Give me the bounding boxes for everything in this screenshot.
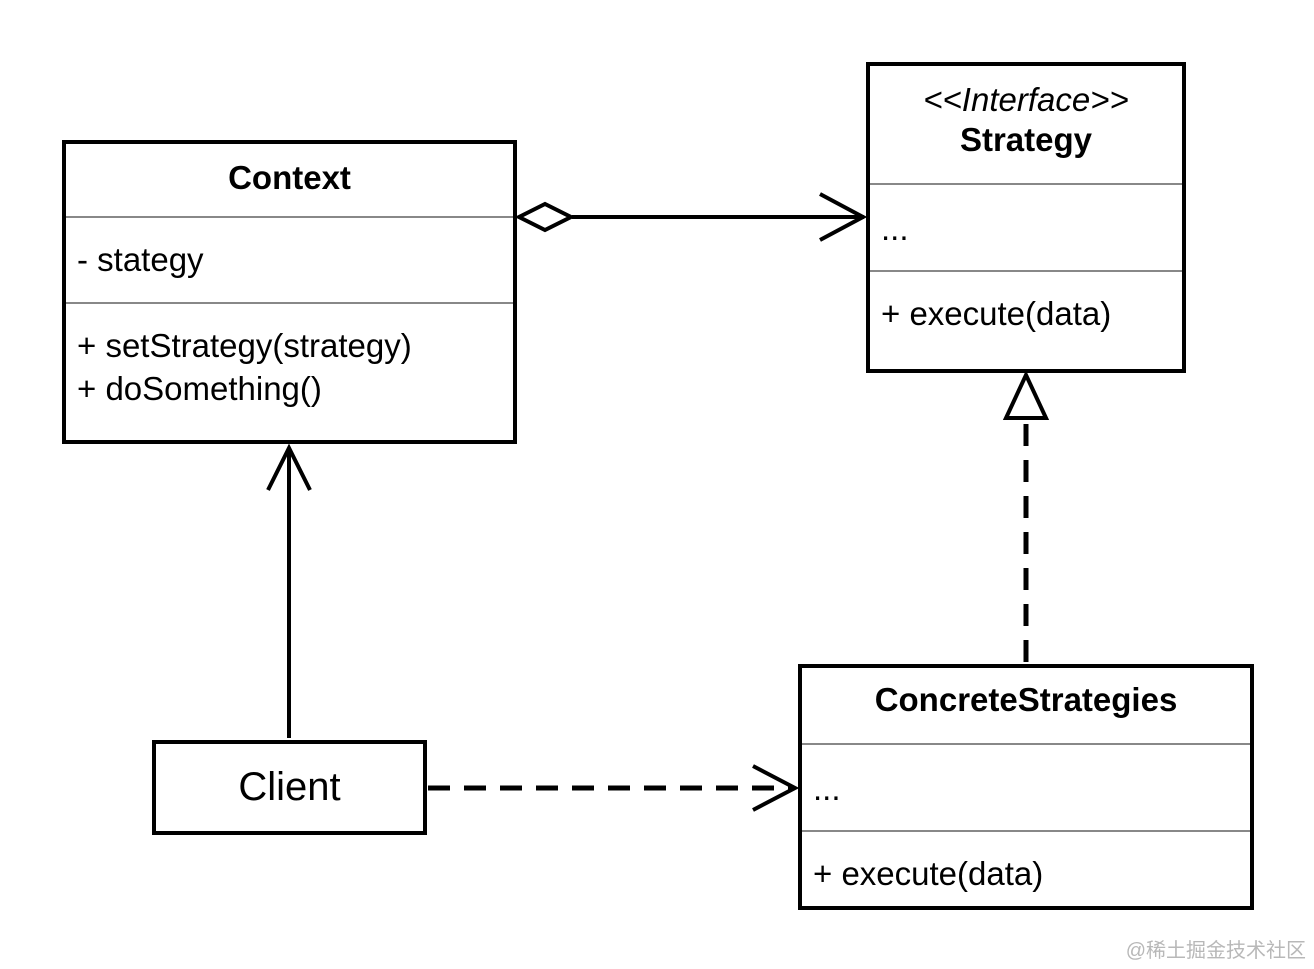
divider xyxy=(802,743,1250,745)
strategy-attributes: ... xyxy=(870,185,1182,270)
concrete-strategies-title: ConcreteStrategies xyxy=(874,681,1178,718)
divider xyxy=(66,302,513,304)
open-arrowhead xyxy=(266,443,312,491)
aggregation-diamond xyxy=(514,201,576,233)
concrete-strategies-attributes: ... xyxy=(802,745,1250,830)
divider xyxy=(870,183,1182,185)
context-attributes: - stategy xyxy=(66,218,513,302)
context-methods: + setStrategy(strategy) + doSomething() xyxy=(66,304,513,410)
divider xyxy=(802,830,1250,832)
concrete-strategies-methods: + execute(data) xyxy=(802,832,1250,895)
concrete-strategies-class: ConcreteStrategies ... + execute(data) xyxy=(798,664,1254,910)
stereotype-label: <<Interface>> xyxy=(923,81,1129,118)
strategy-methods: + execute(data) xyxy=(870,272,1182,335)
concrete-strategies-header: ConcreteStrategies xyxy=(802,668,1250,743)
aggregation-context-strategy xyxy=(514,192,868,242)
open-arrowhead xyxy=(819,192,868,242)
attribute: ... xyxy=(813,770,841,807)
context-title: Context xyxy=(228,159,351,196)
hollow-triangle-arrowhead xyxy=(1002,370,1050,420)
association-client-context xyxy=(266,443,312,738)
attribute: ... xyxy=(881,210,909,247)
method: + execute(data) xyxy=(813,855,1044,892)
attribute: - stategy xyxy=(77,241,204,278)
context-class: Context - stategy + setStrategy(strategy… xyxy=(62,140,517,444)
method: + execute(data) xyxy=(881,295,1112,332)
context-header: Context xyxy=(66,144,513,216)
method: + setStrategy(strategy) xyxy=(77,327,412,364)
dependency-client-concrete xyxy=(428,764,800,812)
strategy-header: <<Interface>> Strategy xyxy=(870,66,1182,183)
open-arrowhead xyxy=(752,764,800,812)
realization-concrete-strategy xyxy=(1002,370,1050,662)
divider xyxy=(870,270,1182,272)
strategy-interface: <<Interface>> Strategy ... + execute(dat… xyxy=(866,62,1186,373)
strategy-title: Strategy xyxy=(959,121,1093,158)
client-class: Client xyxy=(152,740,427,835)
method: + doSomething() xyxy=(77,370,322,407)
watermark: @稀土掘金技术社区 xyxy=(1125,940,1306,962)
client-title: Client xyxy=(238,765,341,809)
divider xyxy=(66,216,513,218)
